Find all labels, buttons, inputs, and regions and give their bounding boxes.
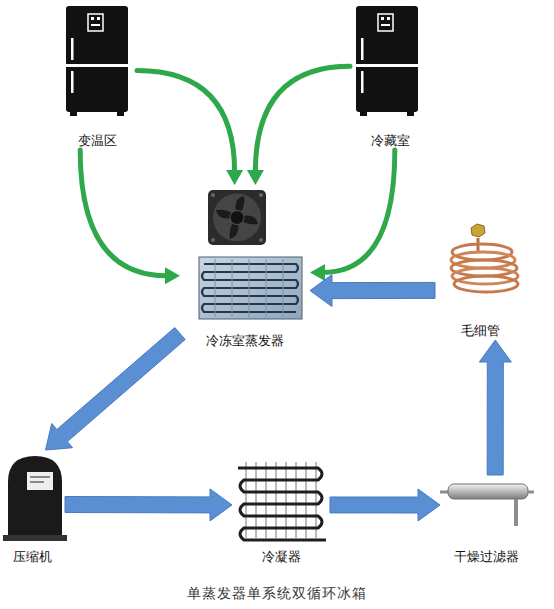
block-arrow xyxy=(479,340,511,475)
fridge-foot xyxy=(70,111,77,116)
display-dot xyxy=(387,17,390,20)
display-bar xyxy=(91,24,100,26)
fridge-foot xyxy=(407,111,414,116)
fridge-foot xyxy=(360,111,367,116)
airflow-arrow xyxy=(137,71,243,185)
fridge-icon xyxy=(356,6,418,116)
component-box: 毛细管 xyxy=(435,222,525,340)
airflow-curve xyxy=(137,71,235,172)
dryer-stub xyxy=(528,491,534,494)
component-box: 干燥过滤器 xyxy=(440,475,532,566)
component-label: 毛细管 xyxy=(461,322,500,340)
arrow-head xyxy=(226,170,243,185)
block-arrow xyxy=(46,328,186,451)
airflow-arrow xyxy=(247,66,350,185)
fan-icon xyxy=(208,190,266,245)
component-box: 压缩机 xyxy=(0,450,65,566)
fridge-handle xyxy=(361,38,364,60)
component-label: 冷冻室蒸发器 xyxy=(206,332,284,350)
dryer-filter-image xyxy=(440,484,534,526)
refrigerant-flow-arrow xyxy=(65,489,232,521)
fridge-door-gap xyxy=(66,64,128,67)
airflow-curve xyxy=(255,66,350,172)
fridge-body xyxy=(66,6,128,112)
dryer-body xyxy=(448,484,528,499)
refrigerant-flow-arrow xyxy=(330,489,440,521)
dryer-outlet xyxy=(514,499,518,526)
evaporator-image xyxy=(199,257,302,319)
brass-nut xyxy=(471,224,485,237)
component-label: 冷藏室 xyxy=(371,132,410,150)
component-label: 冷凝器 xyxy=(262,548,301,566)
airflow-arrow xyxy=(80,150,180,284)
fan-blades xyxy=(216,196,258,239)
fridge-display xyxy=(88,14,103,31)
airflow-curve xyxy=(80,150,167,276)
fridge-display xyxy=(378,14,393,31)
fridge-handle xyxy=(71,38,74,60)
fan-screw xyxy=(259,238,263,242)
capillary-image xyxy=(451,224,518,292)
component-box: 冷凝器 xyxy=(232,455,330,566)
display-dot xyxy=(381,17,384,20)
component-box: 冷冻室蒸发器 xyxy=(180,185,310,350)
capillary-coil xyxy=(454,276,518,292)
fan-hub xyxy=(230,211,244,225)
block-arrow xyxy=(330,489,440,521)
display-dot xyxy=(97,17,100,20)
arrow-head xyxy=(310,264,325,281)
airflow-curve xyxy=(323,150,395,272)
fan-screw xyxy=(259,193,263,197)
component-label: 干燥过滤器 xyxy=(454,548,519,566)
fridge-handle xyxy=(71,71,74,93)
block-arrow xyxy=(65,489,232,521)
zone-label-box: 变温区 xyxy=(57,3,137,150)
sticker-line xyxy=(30,481,44,483)
airflow-arrow xyxy=(310,150,395,281)
condenser-tube xyxy=(238,468,326,540)
fan-frame xyxy=(208,190,266,245)
fan-ring xyxy=(213,194,261,242)
fridge-door-gap xyxy=(356,64,418,67)
fridge-body xyxy=(356,6,418,112)
compressor-sticker xyxy=(27,472,53,490)
fridge-handle xyxy=(361,71,364,93)
fridge-foot xyxy=(117,111,124,116)
display-bar xyxy=(381,24,390,26)
compressor-base xyxy=(3,535,67,541)
arrow-head xyxy=(165,267,180,284)
fan-screw xyxy=(211,238,215,242)
refrigerant-flow-arrow xyxy=(310,275,435,307)
figure-caption: 单蒸发器单系统双循环冰箱 xyxy=(0,584,554,602)
evaporator-fins xyxy=(215,259,283,317)
refrigerant-flow-arrow xyxy=(479,340,511,475)
component-label: 变温区 xyxy=(78,132,117,150)
display-dot xyxy=(91,17,94,20)
zone-label-box: 冷藏室 xyxy=(350,3,430,150)
evaporator-tube xyxy=(202,264,298,312)
block-arrow xyxy=(310,275,435,307)
condenser-image xyxy=(238,462,326,540)
sticker-line xyxy=(30,476,50,478)
refrigerant-flow-arrow xyxy=(46,328,186,451)
compressor-shell xyxy=(8,456,62,538)
compressor-image xyxy=(3,456,67,541)
evaporator-plate xyxy=(199,257,302,319)
fan-screw xyxy=(211,193,215,197)
arrow-head xyxy=(247,170,264,185)
component-label: 压缩机 xyxy=(13,548,52,566)
fridge-icon xyxy=(66,6,128,116)
